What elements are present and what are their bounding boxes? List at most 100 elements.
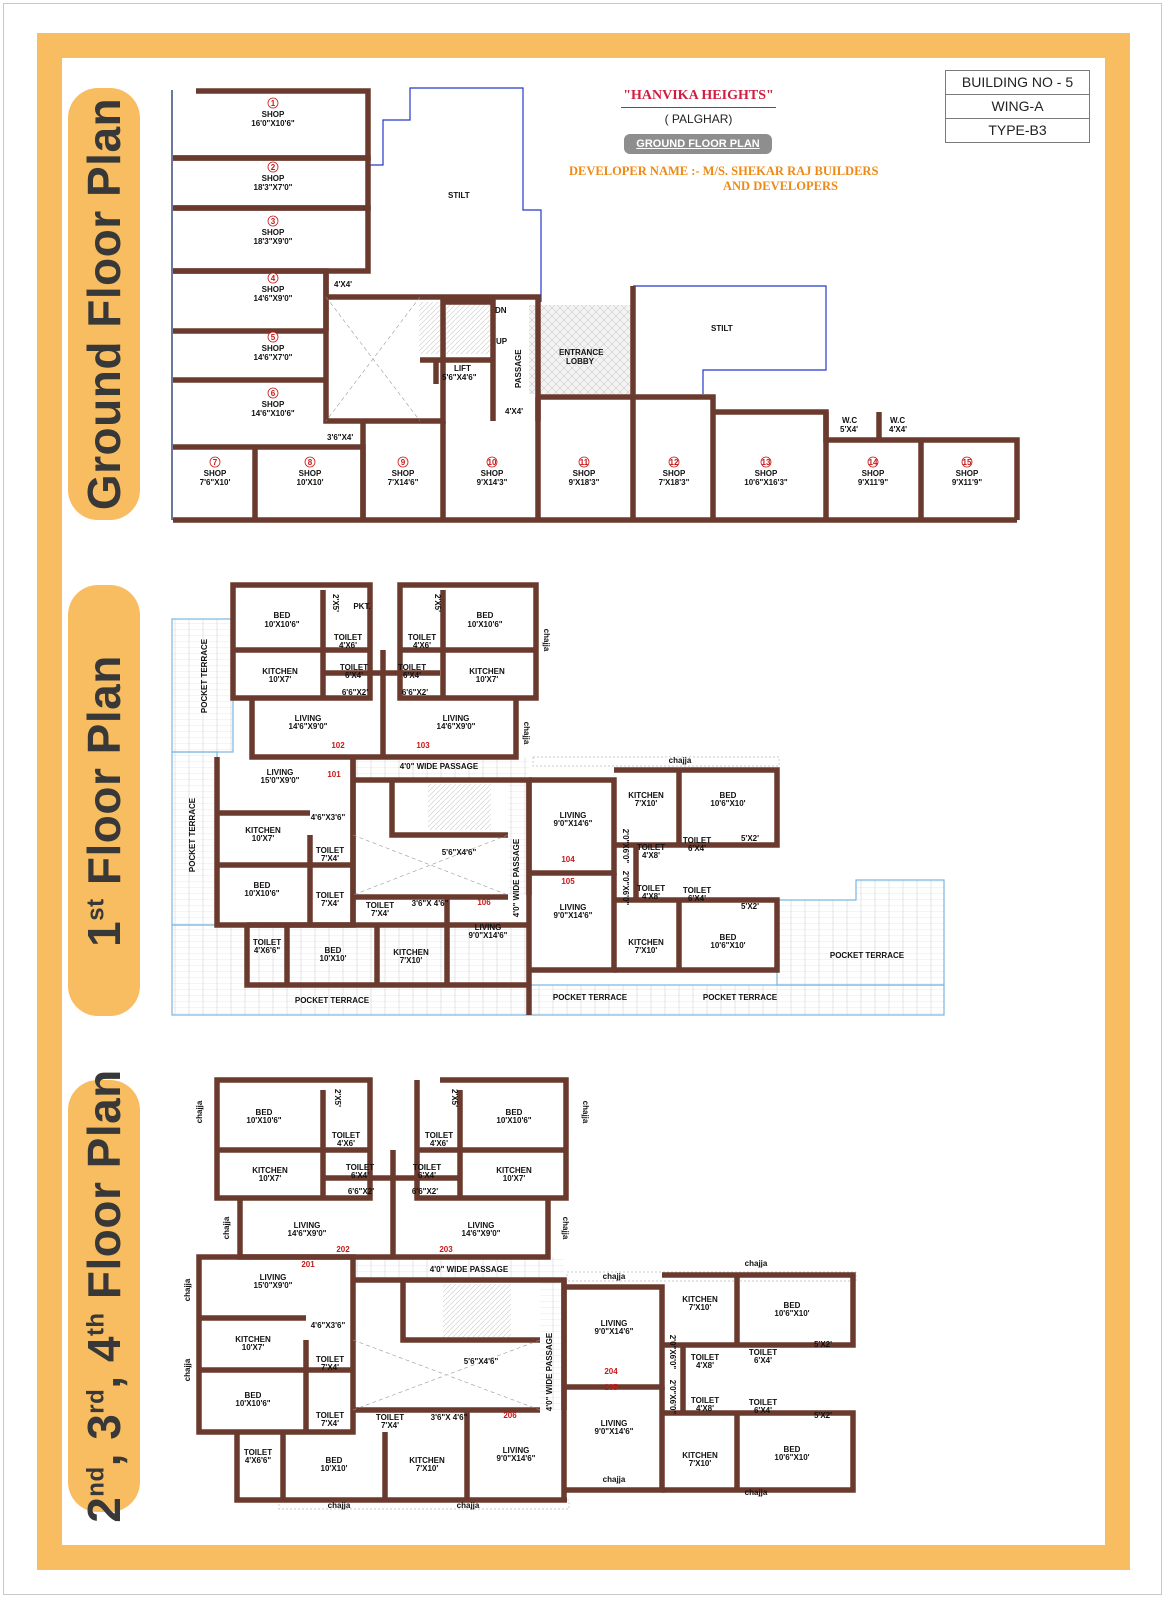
ff-dim-2606-a: 2'0"X6'0"	[621, 829, 630, 864]
uf-flat-201: 201	[301, 1260, 315, 1269]
uf-dim-4636: 4'6"X3'6"	[311, 1321, 346, 1330]
uf-kitchen-f-size: 7'X10'	[689, 1459, 712, 1468]
ff-living-b: LIVING	[443, 714, 470, 723]
ff-room-labels: BED10'X10'6"BED10'X10'6"TOILET4'X6'TOILE…	[188, 594, 905, 1005]
ff-bed-e-size: 10'6"X10'	[710, 799, 745, 808]
ff-pkt: PKT.	[353, 602, 370, 611]
project-location: ( PALGHAR)	[664, 112, 733, 126]
gf-stilt-outline-2	[633, 285, 827, 394]
ff-kitchen-b-size: 10'X7'	[476, 675, 499, 684]
gf-stilt-2: STILT	[711, 324, 733, 333]
ff-toilet-a-size: 4'X6'	[339, 641, 357, 650]
gf-passage: PASSAGE	[514, 349, 523, 388]
ff-toilet-i: TOILET	[637, 843, 665, 852]
ff-bed-f-size: 10'6"X10'	[710, 941, 745, 950]
gf-walls	[173, 88, 1020, 523]
uf-walls	[196, 1077, 856, 1503]
uf-toilet-j: TOILET	[749, 1348, 777, 1357]
uf-living-d: LIVING	[503, 1446, 530, 1455]
ff-toilet-c: TOILET	[340, 663, 368, 672]
ff-bed-a-size: 10'X10'6"	[264, 620, 299, 629]
ff-toilet-g-size: 7'X4'	[371, 909, 389, 918]
ff-walls	[214, 582, 780, 1015]
uf-toilet-l: TOILET	[749, 1398, 777, 1407]
upper-floor-label: 2nd, 3rd, 4th Floor Plan	[68, 1069, 140, 1523]
ff-dim-52-a: 5'X2'	[741, 834, 759, 843]
ff-passage-h: 4'0" WIDE PASSAGE	[400, 762, 479, 771]
sheet-border	[3, 3, 1162, 1595]
gf-lift: LIFT	[454, 364, 471, 373]
ff-toilet-l: TOILET	[683, 886, 711, 895]
uf-toilet-k: TOILET	[691, 1396, 719, 1405]
gf-wc-1-size: 5'X4'	[840, 425, 858, 434]
gf-shop-13-number: 13	[762, 458, 771, 467]
uf-toilet-f: TOILET	[316, 1411, 344, 1420]
gf-shop-5-number: 5	[271, 333, 276, 342]
uf-kitchen-d: KITCHEN	[409, 1456, 445, 1465]
ff-living-e-size: 9'0"X14'6"	[554, 819, 593, 828]
ff-flat-103: 103	[416, 741, 430, 750]
gf-shop-11-label: SHOP	[573, 469, 596, 478]
uf-toilet-h-size: 4'X6'6"	[245, 1456, 271, 1465]
gf-stilt-1: STILT	[448, 191, 470, 200]
uf-passage-floor	[356, 1257, 564, 1280]
gf-shop-4-number-marker	[267, 272, 279, 284]
ff-pocket-terrace-left	[171, 751, 218, 926]
uf-staircase	[443, 1284, 511, 1337]
uf-living-f-size: 9'0"X14'6"	[595, 1427, 634, 1436]
ff-kitchen-f-size: 7'X10'	[635, 946, 658, 955]
gf-shop-7-size: 7'6"X10'	[200, 478, 231, 487]
ff-kitchen-c: KITCHEN	[245, 826, 281, 835]
ff-flat-105: 105	[561, 877, 575, 886]
ff-staircase	[428, 784, 491, 830]
uf-living-c-size: 15'0"X9'0"	[254, 1281, 293, 1290]
ff-toilet-f: TOILET	[316, 891, 344, 900]
gf-shop-7-number-marker	[209, 456, 221, 468]
uf-kitchen-e: KITCHEN	[682, 1295, 718, 1304]
gf-shop-2-size: 18'3"X7'0"	[254, 183, 293, 192]
uf-chajja-label-5: chajja	[457, 1501, 480, 1510]
uf-toilet-l-size: 6'X4'	[754, 1406, 772, 1415]
uf-dim-52-b: 5'X2'	[814, 1411, 832, 1420]
uf-toilet-d-size: 6'X4'	[418, 1171, 436, 1180]
ff-terrace-label-3: POCKET TERRACE	[295, 996, 370, 1005]
uf-kitchen-b-size: 10'X7'	[503, 1174, 526, 1183]
ff-toilet-f-size: 7'X4'	[321, 899, 339, 908]
uf-kitchen-e-size: 7'X10'	[689, 1303, 712, 1312]
ff-toilet-c-size: 6'X4'	[345, 671, 363, 680]
ff-toilet-k: TOILET	[637, 884, 665, 893]
gf-shop-5-number-marker	[267, 331, 279, 343]
uf-flat-204: 204	[604, 1367, 618, 1376]
ff-toilet-b-size: 4'X6'	[413, 641, 431, 650]
ff-dim-662-a: 6'6"X2'	[342, 688, 368, 697]
uf-chajja-label-2: chajja	[745, 1259, 768, 1268]
ff-living-c-size: 15'0"X9'0"	[261, 776, 300, 785]
ff-dim-662-b: 6'6"X2'	[402, 688, 428, 697]
uf-flat-205: 205	[604, 1383, 618, 1392]
ff-kitchen-c-size: 10'X7'	[252, 834, 275, 843]
ff-toilet-i-size: 4'X8'	[642, 851, 660, 860]
gf-shop-5-label: SHOP	[262, 344, 285, 353]
ff-dim-2606-b: 2'0"X6'0"	[621, 871, 630, 906]
uf-bed-e-size: 10'6"X10'	[774, 1309, 809, 1318]
ff-chajja-label-2: chajja	[542, 629, 551, 652]
gf-shop-15-label: SHOP	[956, 469, 979, 478]
uf-kitchen-c-size: 10'X7'	[242, 1343, 265, 1352]
uf-kitchen-f: KITCHEN	[682, 1451, 718, 1460]
gf-shop-2-number: 2	[271, 163, 276, 172]
gf-shop-7-number: 7	[213, 458, 218, 467]
gf-shop-10-size: 9'X14'3"	[477, 478, 508, 487]
uf-kitchen-c: KITCHEN	[235, 1335, 271, 1344]
uf-chajja-top	[566, 1271, 857, 1282]
uf-chajja-label-3: chajja	[745, 1488, 768, 1497]
uf-v-passage-floor	[540, 1280, 564, 1410]
ff-bed-b: BED	[477, 611, 494, 620]
uf-toilet-g-size: 7'X4'	[381, 1421, 399, 1430]
upper-floor-plan: BED10'X10'6"BED10'X10'6"TOILET4'X6'TOILE…	[183, 1077, 857, 1510]
ff-kitchen-a: KITCHEN	[262, 667, 298, 676]
gf-lobby: LOBBY	[566, 357, 595, 366]
gf-shop-13-number-marker	[760, 456, 772, 468]
gf-dim-4x4-b: 4'X4'	[505, 407, 523, 416]
gf-up: UP	[496, 337, 508, 346]
gf-wc-2: W.C	[890, 416, 905, 425]
